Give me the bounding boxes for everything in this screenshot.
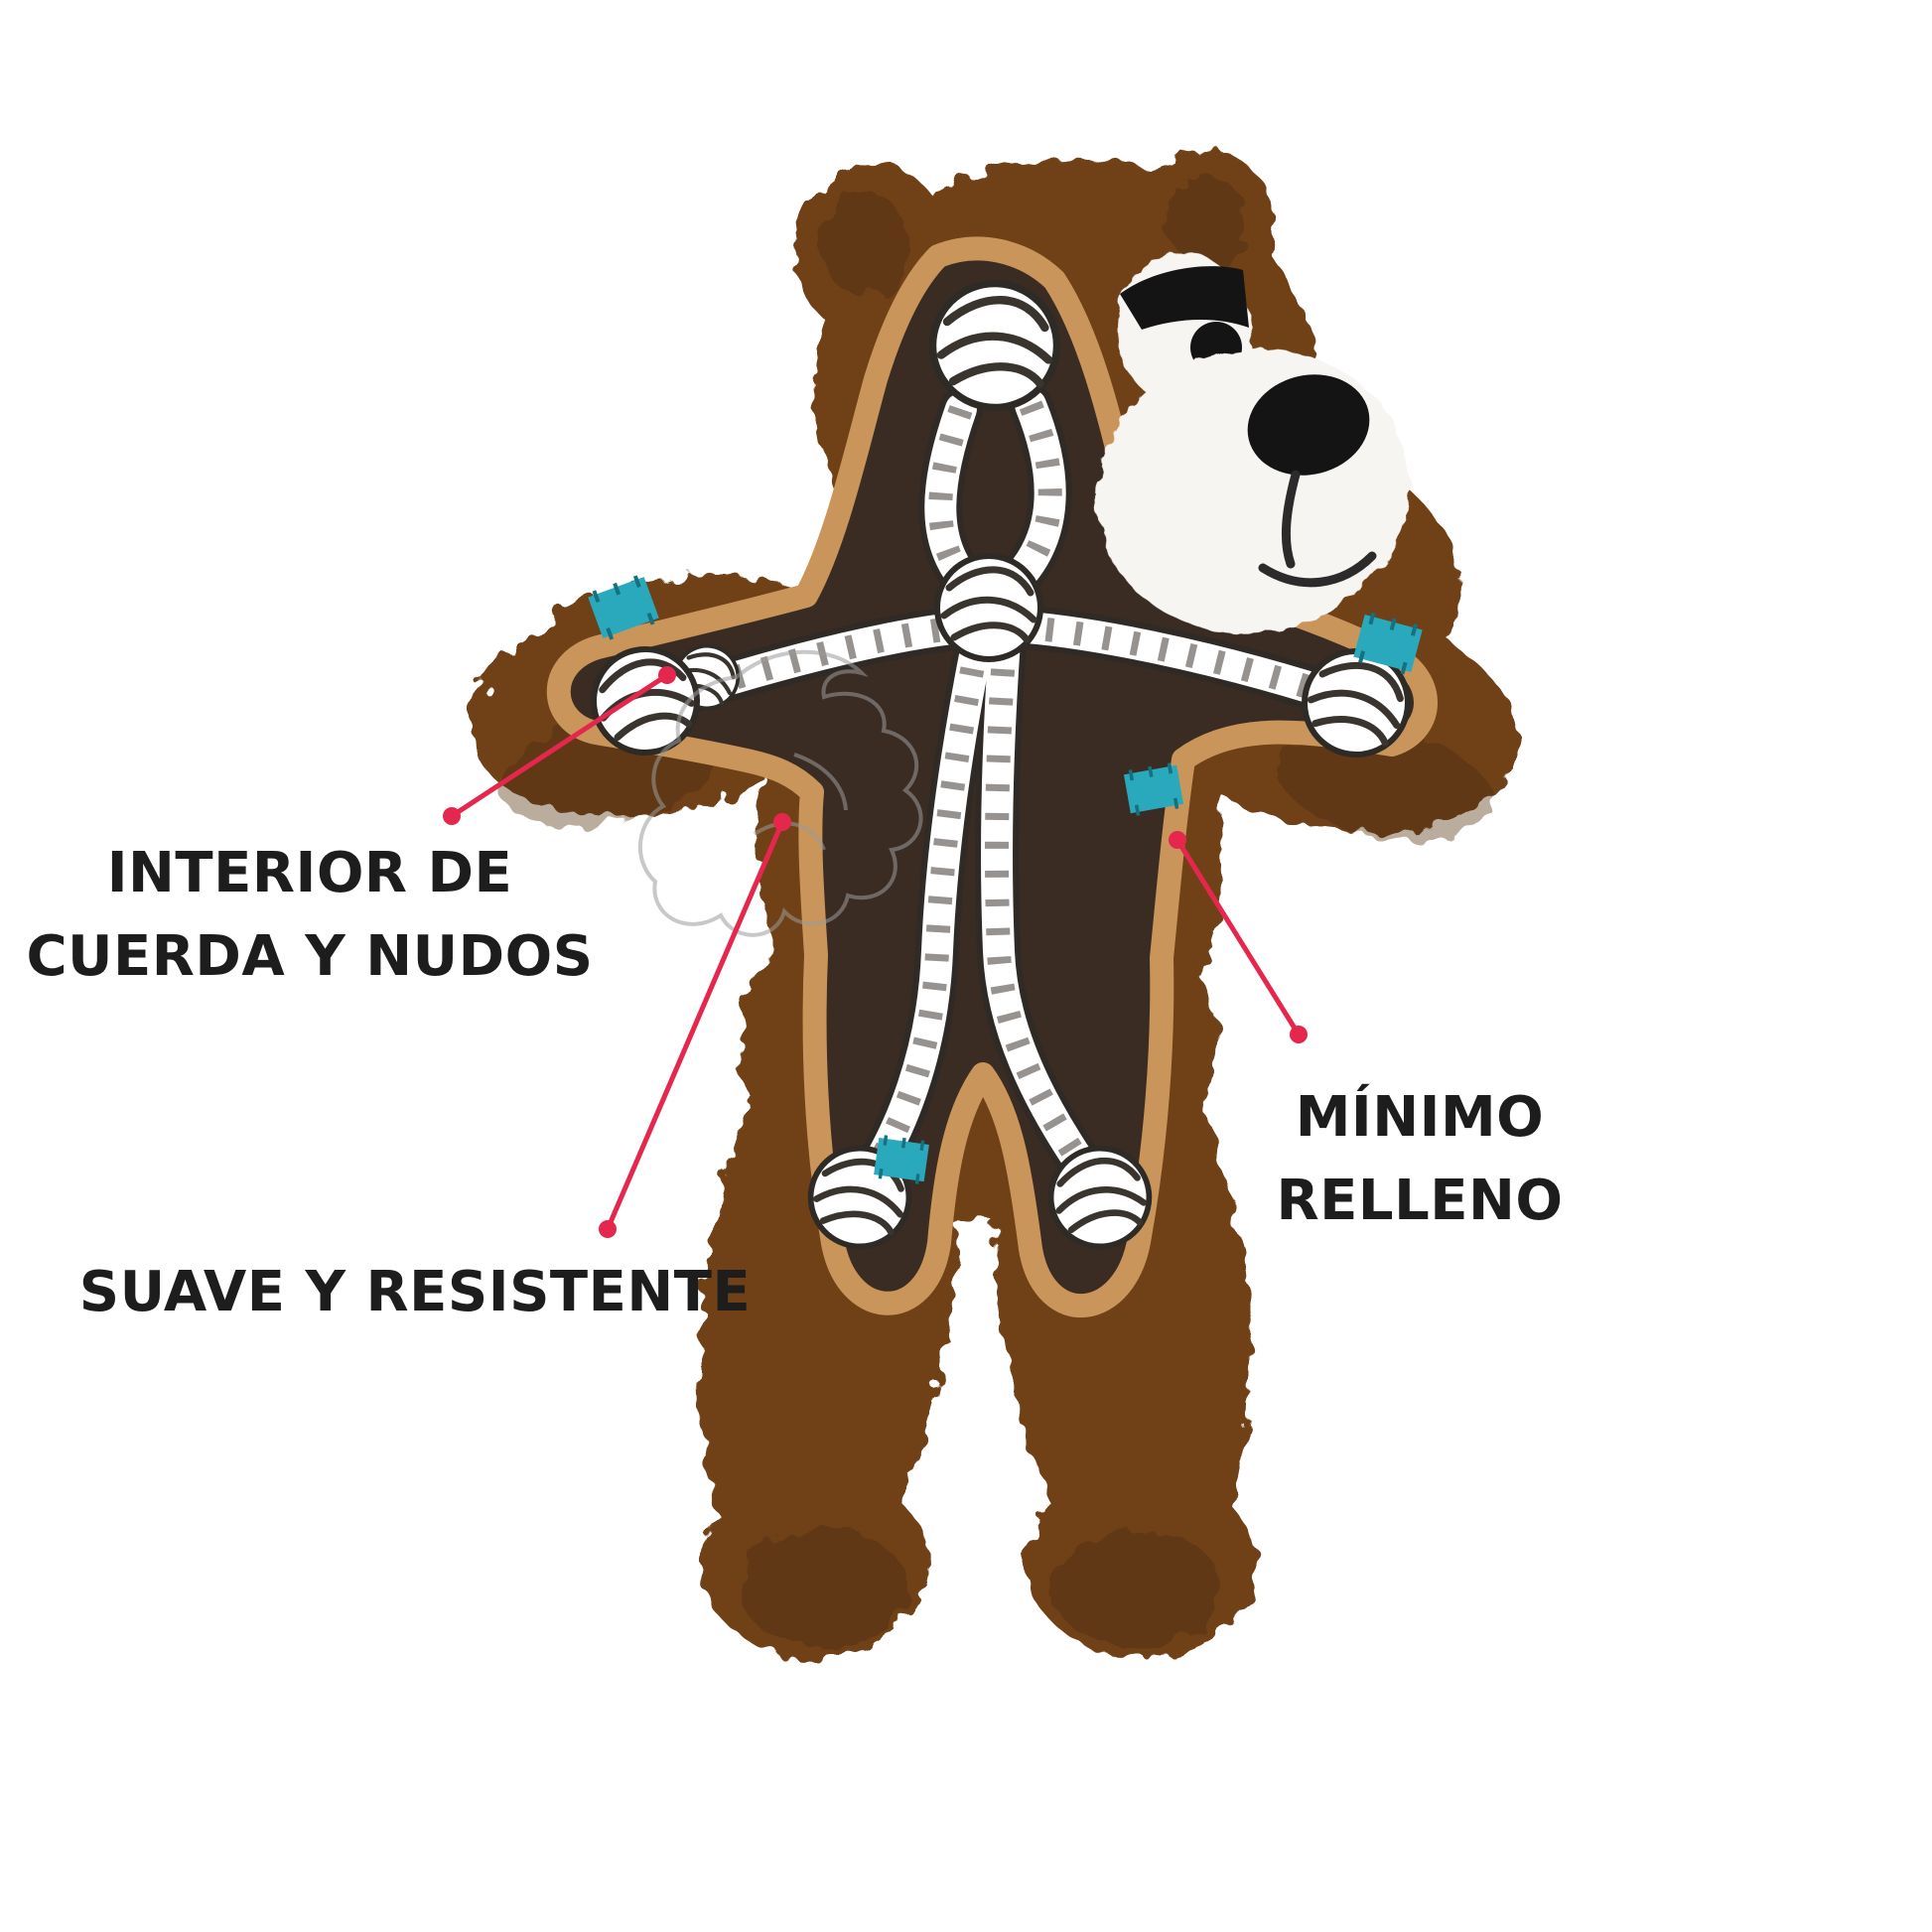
callout-rope-interior: INTERIOR DE CUERDA Y NUDOS (26, 841, 594, 989)
callout-minimal-stuffing: MÍNIMO RELLENO (1276, 1085, 1564, 1233)
bear-face (1096, 252, 1410, 633)
rope-skeleton (584, 284, 1419, 1253)
bear-mouth (1258, 551, 1377, 588)
leader-line-soft-durable (599, 813, 791, 1238)
leader-line-rope-interior (443, 666, 676, 825)
bear-nose (1247, 374, 1370, 476)
watermark-logo (637, 649, 923, 937)
leader-line-minimal-stuffing (1169, 831, 1308, 1043)
bear-eyebrow (1120, 266, 1249, 330)
callout-soft-durable: SUAVE Y RESISTENTE (78, 1260, 752, 1324)
